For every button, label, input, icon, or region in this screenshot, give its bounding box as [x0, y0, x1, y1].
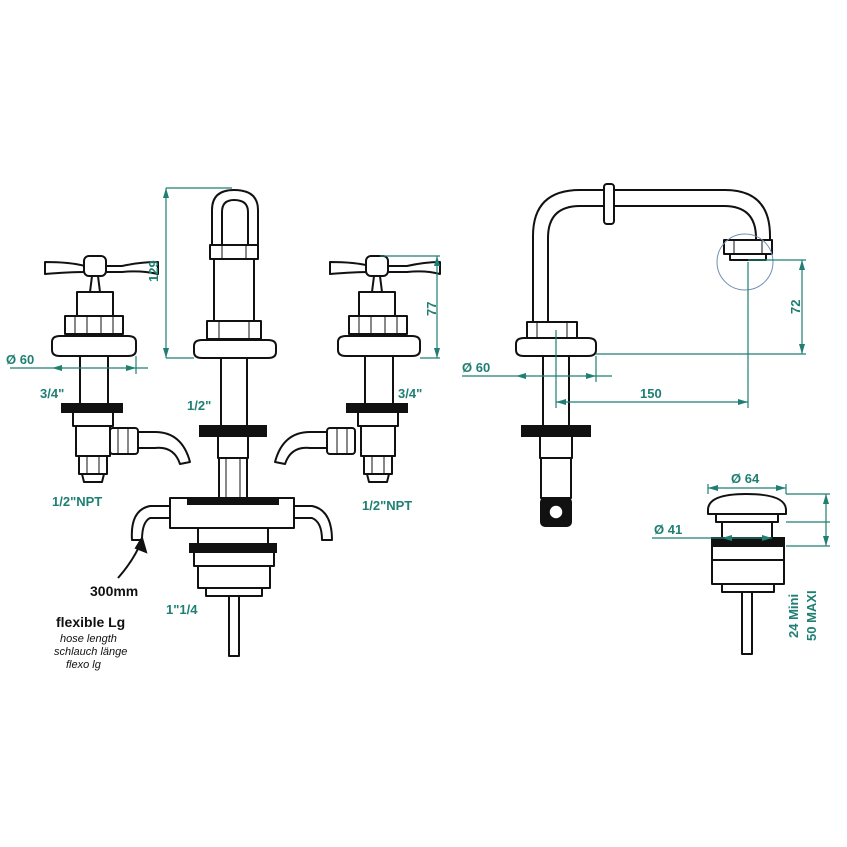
- drain-thread-label: 1"1/4: [166, 602, 198, 617]
- front-view: Ø 60 129 77 3/4" 3/4" 1/2" 1/2"NPT 1/2"N…: [6, 187, 441, 671]
- hose-length-value: 300mm: [90, 583, 138, 599]
- side-view: Ø 60 150 72: [462, 183, 806, 527]
- drain-view: Ø 64 Ø 41 24 Mini 50 MAXI: [652, 471, 830, 655]
- front-dimensions: [10, 187, 440, 374]
- thread-right-3-4: 3/4": [398, 386, 422, 401]
- dim-diameter-64: Ø 64: [731, 471, 760, 486]
- tee-connector: [130, 497, 333, 657]
- dim-height-129: 129: [146, 260, 161, 282]
- hose-arrow: [117, 535, 148, 579]
- thread-center-1-2: 1/2": [187, 398, 211, 413]
- dim-reach-150: 150: [640, 386, 662, 401]
- detail-circle: [716, 233, 774, 291]
- dim-height-77: 77: [424, 302, 439, 316]
- npt-left: 1/2"NPT: [52, 494, 102, 509]
- left-valve: [44, 255, 191, 483]
- drain-range-line2: 50 MAXI: [804, 590, 819, 641]
- center-spout: [193, 189, 277, 499]
- dim-diameter-41: Ø 41: [654, 522, 682, 537]
- dim-diameter-60-side: Ø 60: [462, 360, 490, 375]
- npt-right: 1/2"NPT: [362, 498, 412, 513]
- hose-note-line3: flexo lg: [66, 659, 102, 671]
- right-valve: [274, 255, 441, 483]
- dim-diameter-60-front: Ø 60: [6, 352, 34, 367]
- thread-left-3-4: 3/4": [40, 386, 64, 401]
- hose-note-line2: schlauch länge: [54, 646, 127, 658]
- dim-height-72: 72: [788, 300, 803, 314]
- drain-range-line1: 24 Mini: [786, 594, 801, 638]
- hose-note-title: flexible Lg: [56, 614, 125, 630]
- hose-note-line1: hose length: [60, 633, 117, 645]
